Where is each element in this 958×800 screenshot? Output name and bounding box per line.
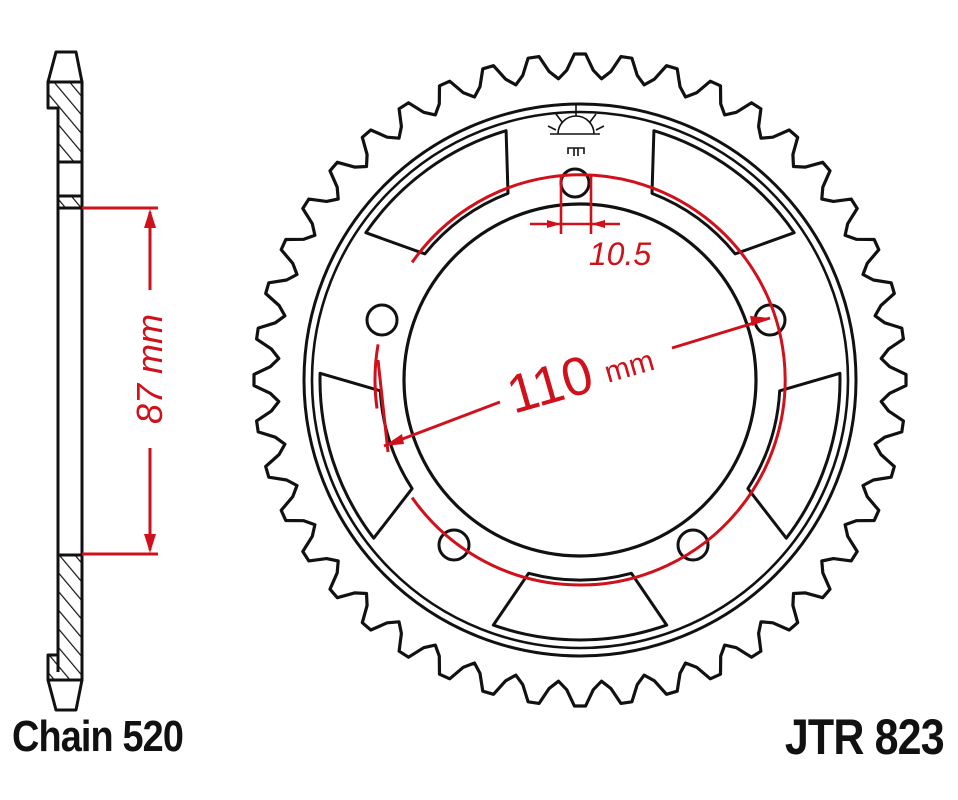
hub-height-dimension <box>82 206 158 556</box>
lightening-window <box>650 129 796 256</box>
lightening-window <box>318 371 414 540</box>
inner-body-circle <box>310 110 850 650</box>
pcd-value: 110 <box>500 344 599 425</box>
outer-body-circle <box>302 102 858 658</box>
jt-logo-icon <box>547 104 605 156</box>
bolt-hole <box>676 528 710 562</box>
lightening-window <box>491 571 669 642</box>
pcd-unit: mm <box>601 344 658 389</box>
bolt-hole <box>437 528 471 562</box>
side-tooth-bottom <box>46 678 84 712</box>
bolt-hole-dimension <box>530 175 620 234</box>
side-hatch-small <box>56 194 84 210</box>
index-hole <box>559 167 591 199</box>
pcd-dimension <box>373 173 787 587</box>
lightening-window <box>364 129 510 256</box>
pcd-arc <box>410 173 787 513</box>
bolt-hole-label: 10.5 <box>589 236 651 272</box>
side-hatch-bottom <box>46 553 84 682</box>
sprocket-front <box>252 52 908 708</box>
lightening-windows <box>318 129 842 642</box>
bolt-hole <box>365 303 399 337</box>
pcd-arc <box>373 344 380 409</box>
side-hatch-top <box>46 80 84 164</box>
bore-circle <box>402 202 758 558</box>
sprocket-teeth <box>252 52 908 708</box>
side-profile <box>46 50 84 712</box>
side-tooth-top <box>46 50 84 84</box>
pcd-arc <box>410 496 739 587</box>
part-number-label: JTR 823 <box>785 709 945 765</box>
chain-size-label: Chain 520 <box>12 712 184 761</box>
lightening-window <box>746 371 842 540</box>
hub-height-label: 87 mm <box>129 314 170 424</box>
